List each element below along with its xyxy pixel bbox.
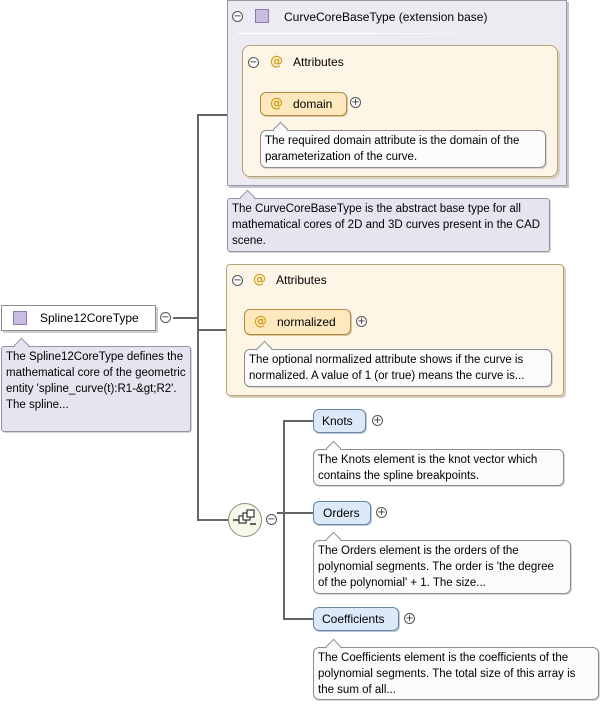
connector-to-knots (283, 420, 313, 422)
sequence-glyph (233, 509, 256, 525)
element-orders[interactable]: Orders (313, 501, 371, 525)
plus-circle-icon[interactable]: + (404, 613, 415, 624)
connector-to-extension (197, 114, 242, 116)
element-name: Orders (323, 506, 360, 520)
complex-type-icon (13, 311, 27, 325)
attributes-group: − @ Attributes @ normalized + The option… (226, 264, 564, 396)
connector-to-orders (283, 512, 313, 514)
connector-main-horizontal (173, 317, 199, 319)
extension-base-box: − CurveCoreBaseType (extension base) − @… (227, 0, 567, 186)
at-sign-icon: @ (270, 96, 283, 111)
plus-circle-icon[interactable]: + (356, 316, 367, 327)
element-coefficients-note: The Coefficients element is the coeffici… (313, 647, 599, 700)
element-coefficients[interactable]: Coefficients (313, 607, 399, 631)
sequence-compositor-icon[interactable] (228, 503, 262, 537)
connector-to-attributes (197, 329, 226, 331)
element-orders-note: The Orders element is the orders of the … (313, 540, 571, 594)
attribute-name: domain (293, 97, 333, 111)
attributes-label: Attributes (293, 55, 344, 69)
minus-circle-icon[interactable]: − (160, 312, 171, 323)
main-type-name: Spline12CoreType (40, 311, 139, 325)
attribute-domain[interactable]: @ domain (260, 92, 347, 116)
minus-circle-icon[interactable]: − (266, 514, 277, 525)
extension-note: The CurveCoreBaseType is the abstract ba… (227, 198, 550, 252)
at-sign-icon: @ (270, 54, 283, 69)
connector-trunk-vertical (197, 115, 199, 520)
extension-attributes-group: − @ Attributes @ domain + The required d… (242, 45, 558, 177)
plus-circle-icon[interactable]: + (350, 97, 361, 108)
connector-sequence-out (277, 512, 285, 514)
at-sign-icon: @ (253, 272, 266, 287)
element-name: Coefficients (322, 612, 385, 626)
minus-circle-icon[interactable]: − (232, 275, 243, 286)
at-sign-icon: @ (254, 314, 267, 329)
connector-to-coefficients (283, 618, 313, 620)
element-knots-note: The Knots element is the knot vector whi… (313, 449, 564, 486)
attribute-name: normalized (277, 315, 336, 329)
minus-circle-icon[interactable]: − (248, 57, 259, 68)
plus-circle-icon[interactable]: + (376, 507, 387, 518)
attribute-normalized[interactable]: @ normalized (244, 309, 351, 335)
complex-type-icon (255, 9, 269, 23)
attribute-domain-note: The required domain attribute is the dom… (260, 130, 546, 168)
attribute-normalized-note: The optional normalized attribute shows … (244, 349, 552, 387)
element-knots[interactable]: Knots (313, 409, 366, 433)
element-name: Knots (322, 414, 353, 428)
main-type-note: The Spline12CoreType defines the mathema… (1, 346, 191, 432)
plus-circle-icon[interactable]: + (372, 415, 383, 426)
divider (238, 33, 498, 34)
connector-to-sequence (197, 519, 230, 521)
extension-title: CurveCoreBaseType (extension base) (284, 10, 488, 24)
connector-sequence-vertical (283, 420, 285, 619)
attributes-label: Attributes (276, 273, 327, 287)
main-type-box[interactable]: Spline12CoreType (1, 305, 156, 331)
minus-circle-icon[interactable]: − (232, 11, 243, 22)
